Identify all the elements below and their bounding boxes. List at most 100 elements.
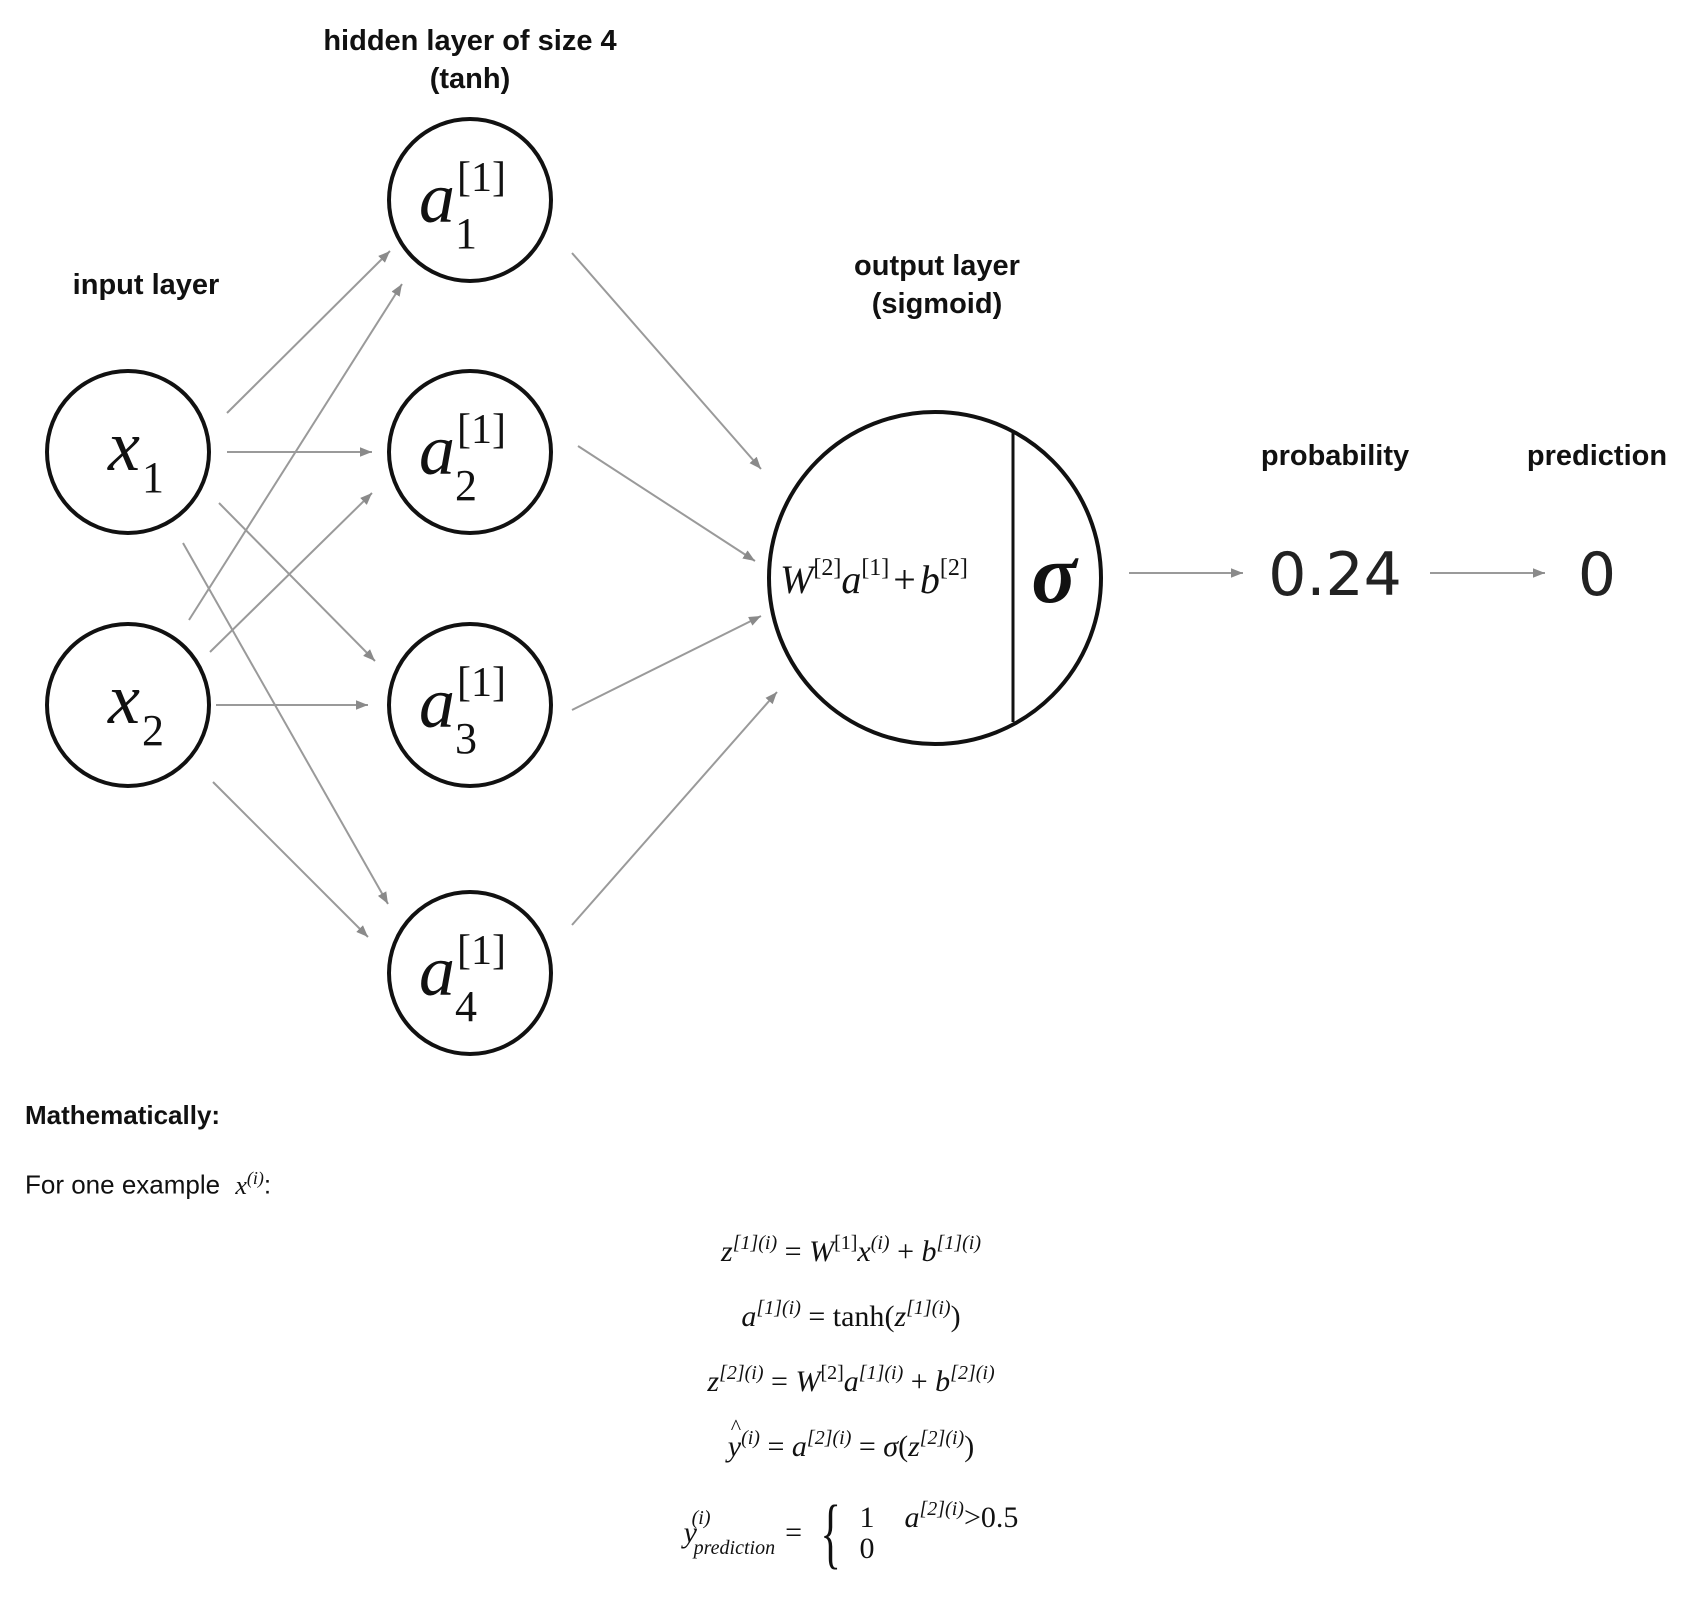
eq3-b-sup: [2](i) (950, 1362, 995, 1384)
input-node-x1: x 1 (45, 369, 211, 535)
eq5-case1-var: a (904, 1500, 920, 1534)
hidden-layer-activation: (tanh) (430, 63, 511, 95)
eq1-x: x (857, 1235, 871, 1268)
eq5-case1-sup: [2](i) (919, 1497, 964, 1520)
eq4-lhs-sup: (i) (741, 1427, 760, 1449)
edge-a1-out (571, 252, 762, 470)
eq4-z: z (908, 1430, 920, 1463)
edge-a4-out (571, 691, 778, 926)
eq4-a: a (791, 1430, 807, 1463)
hidden-node-sup: [1] (457, 928, 506, 974)
eq5-case1-value: 1 (859, 1500, 875, 1534)
eq5-case2-value: 0 (859, 1532, 875, 1565)
edge-x1-a4 (182, 542, 389, 905)
probability-label: probability (1261, 440, 1409, 472)
eq2-equals: = (808, 1300, 826, 1333)
eq3-W: W (795, 1365, 821, 1398)
eq1-lhs-sup: [1](i) (732, 1232, 778, 1254)
eq2-function: tanh (832, 1300, 885, 1333)
eq3-plus: + (910, 1365, 928, 1398)
edge-a2-out (577, 445, 756, 562)
left-brace-icon: { (820, 1489, 842, 1576)
eq4-open-paren: ( (898, 1430, 909, 1463)
hidden-node-sup: [1] (457, 155, 506, 201)
eq3-b: b (935, 1365, 951, 1398)
sigmoid-symbol: σ (1031, 528, 1079, 621)
input-layer-title: input layer (73, 269, 220, 301)
eq3-lhs-sup: [2](i) (719, 1362, 764, 1384)
hidden-node-sub: 3 (455, 714, 477, 763)
eq4-equals-1: = (767, 1430, 785, 1463)
eq5-case1-condition: >0.5 (963, 1500, 1019, 1534)
prediction-equation: (i) y prediction = { 1 a[2](i)>0.5 0 (684, 1494, 1019, 1572)
hidden-node-sub: 4 (455, 982, 477, 1031)
example-intro: For one example x(i): (25, 1168, 271, 1201)
input-node-sub: 2 (142, 706, 164, 755)
edge-x2-a1 (188, 283, 403, 621)
input-hidden-edges (182, 250, 403, 938)
edge-a3-out (571, 615, 762, 711)
equation-3: z[2](i) = W[2]a[1](i) + b[2](i) (0, 1362, 1702, 1399)
output-node: W[2]a[1]+b[2] σ (767, 410, 1103, 746)
edge-x1-a1 (226, 250, 391, 414)
eq1-b-sup: [1](i) (936, 1232, 981, 1254)
example-sup: (i) (246, 1168, 264, 1188)
input-node-sub: 1 (142, 453, 164, 502)
prediction-label: prediction (1527, 440, 1667, 472)
input-node-var: x (107, 659, 140, 739)
eq1-plus: + (897, 1235, 915, 1268)
eq1-lhs: z (721, 1235, 733, 1268)
input-node-x2: x 2 (45, 622, 211, 788)
eq3-a-sup: [1](i) (858, 1362, 904, 1384)
edge-x2-a4 (212, 781, 369, 938)
hidden-node-var: a (419, 410, 455, 490)
hidden-output-edges (571, 252, 778, 926)
output-layer-activation: (sigmoid) (872, 288, 1003, 320)
equation-1: z[1](i) = W[1]x(i) + b[1](i) (0, 1232, 1702, 1269)
eq5-equals: = (785, 1516, 803, 1549)
edge-x2-a2 (209, 492, 373, 653)
eq4-z-sup: [2](i) (919, 1427, 965, 1449)
eq1-W: W (809, 1235, 835, 1268)
output-linear-expression: W[2]a[1]+b[2] (780, 555, 968, 602)
equation-5: (i) y prediction = { 1 a[2](i)>0.5 0 (0, 1494, 1702, 1572)
equation-2: a[1](i) = tanh(z[1](i)) (0, 1297, 1702, 1334)
eq1-equals: = (784, 1235, 802, 1268)
eq5-lhs-group: (i) y prediction (684, 1508, 775, 1558)
edge-x1-a3 (218, 502, 376, 662)
eq5-case-1: 1 a[2](i)>0.5 (859, 1499, 1019, 1534)
eq2-lhs-sup: [1](i) (756, 1297, 801, 1319)
network-diagram: hidden layer of size 4 (tanh) input laye… (45, 25, 1667, 1056)
eq5-lhs-sup: (i) (691, 1507, 711, 1529)
hidden-node-var: a (419, 931, 455, 1011)
eq5-cases: 1 a[2](i)>0.5 0 (859, 1499, 1019, 1565)
example-colon: : (263, 1169, 272, 1200)
eq3-lhs: z (707, 1365, 720, 1398)
eq4-a-sup: [2](i) (806, 1427, 852, 1449)
eq5-case-2: 0 (859, 1533, 874, 1565)
prediction-value: 0 (1578, 540, 1616, 610)
eq1-b: b (921, 1235, 937, 1268)
eq3-a: a (843, 1365, 859, 1398)
eq2-lhs: a (741, 1300, 757, 1333)
eq4-close-paren: ) (964, 1430, 975, 1463)
hidden-node-a2: a [1] 2 (387, 369, 553, 535)
hidden-layer-title: hidden layer of size 4 (323, 25, 616, 57)
eq3-equals: = (771, 1365, 788, 1398)
eq1-W-sup: [1] (834, 1232, 858, 1254)
eq1-x-sup: (i) (870, 1232, 890, 1254)
eq4-y-hat: y (728, 1414, 742, 1464)
example-var: x (235, 1170, 247, 1200)
eq5-lhs: y (683, 1516, 697, 1549)
equation-4: y(i) = a[2](i) = σ(z[2](i)) (0, 1414, 1702, 1464)
eq2-z: z (894, 1300, 907, 1333)
eq3-W-sup: [2] (820, 1362, 844, 1384)
hidden-node-a4: a [1] 4 (387, 890, 553, 1056)
eq5-lhs-sub: prediction (693, 1537, 776, 1559)
hidden-node-sup: [1] (457, 660, 506, 706)
hidden-node-a3: a [1] 3 (387, 622, 553, 788)
hidden-node-sub: 2 (455, 461, 477, 510)
hidden-node-sup: [1] (457, 407, 506, 453)
hidden-node-var: a (419, 663, 455, 743)
example-intro-text: For one example (25, 1169, 221, 1200)
